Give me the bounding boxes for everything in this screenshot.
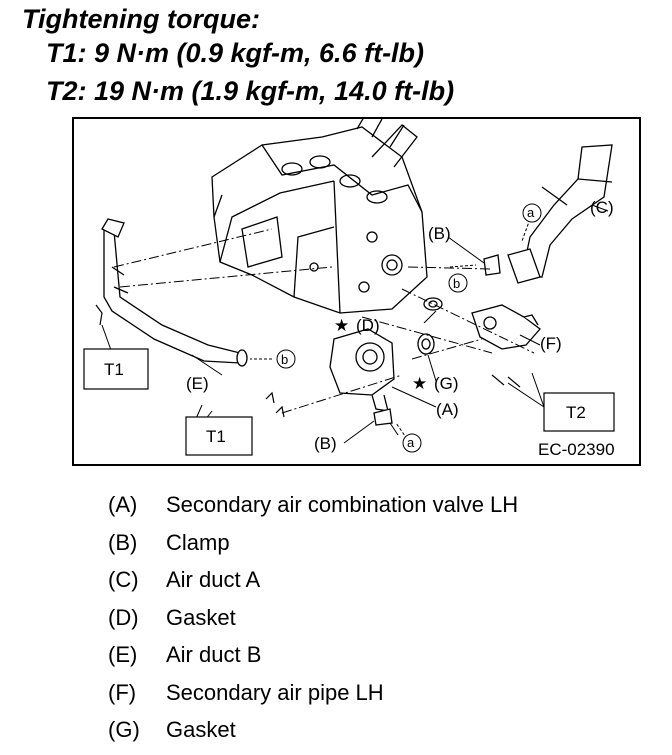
torque-box-t1-bottom (185, 416, 253, 456)
assembly-lines (113, 228, 535, 414)
legend-text: Gasket (166, 604, 236, 630)
callout-b-bottom: (B) (314, 434, 337, 453)
callout-b-top: (B) (428, 224, 451, 243)
legend-item: (D) Gasket (108, 605, 518, 643)
legend-item: (B) Clamp (108, 530, 518, 568)
legend-item: (G) Gasket (108, 717, 518, 755)
star-d: ★ (334, 316, 349, 335)
circle-ref-b-left-label: b (281, 352, 288, 367)
legend-text: Secondary air pipe LH (166, 679, 384, 705)
circle-ref-a-top: a (522, 203, 542, 223)
callout-f: (F) (540, 334, 562, 353)
torque-box-t1-left-label: T1 (104, 360, 124, 379)
torque-title: Tightening torque: (22, 4, 260, 34)
callout-g: (G) (434, 374, 459, 393)
legend-text: Gasket (166, 717, 236, 742)
secondary-air-pipe (471, 304, 541, 350)
torque-box-t1-left (83, 348, 149, 390)
legend-code: (C) (108, 567, 139, 592)
torque-spec-t1: T1: 9 N·m (0.9 kgf-m, 6.6 ft-lb) (46, 38, 425, 68)
bolts (95, 304, 521, 418)
torque-box-t2-label: T2 (566, 403, 586, 422)
callout-d: (D) (356, 316, 380, 335)
torque-box-t1-bottom-label: T1 (206, 427, 226, 446)
circle-ref-a-bottom: a (402, 433, 422, 453)
torque-box-t2 (543, 392, 615, 432)
circle-ref-a-bottom-label: a (407, 435, 415, 450)
legend-code: (F) (108, 679, 137, 705)
legend-code: (G) (108, 717, 140, 742)
gasket-g (417, 333, 435, 355)
exploded-diagram: T1 T1 T2 (A) (B) (B) (C) (D) (E) (F) (G)… (72, 117, 641, 466)
torque-spec-t2: T2: 19 N·m (1.9 kgf-m, 14.0 ft-lb) (46, 76, 455, 106)
circle-ref-a-top-label: a (527, 205, 535, 220)
air-duct-b (101, 218, 248, 367)
legend-item: (E) Air duct B (108, 642, 518, 680)
figure-id: EC-02390 (538, 440, 615, 459)
engine-block (211, 117, 428, 314)
circle-ref-b-left: b (276, 349, 296, 369)
circle-ref-b-top: b (448, 273, 468, 293)
legend-code: (A) (108, 492, 138, 517)
circle-ref-b-top-label: b (453, 276, 460, 291)
callout-c: (C) (590, 198, 614, 217)
legend-code: (B) (108, 529, 138, 555)
legend-code: (D) (108, 604, 139, 630)
reference-arrows (250, 218, 531, 444)
air-duct-a (507, 144, 613, 284)
legend-text: Secondary air combination valve LH (166, 492, 519, 517)
parts-legend: (A) Secondary air combination valve LH (B)… (108, 492, 518, 755)
clamp-bottom (373, 408, 393, 426)
legend-text: Air duct A (166, 567, 261, 592)
legend-item: (A) Secondary air combination valve LH (108, 492, 518, 530)
legend-text: Clamp (166, 529, 230, 555)
star-g: ★ (412, 374, 427, 393)
clamp-top (483, 254, 501, 276)
callout-e: (E) (186, 374, 209, 393)
legend-code: (E) (108, 642, 138, 667)
legend-item: (F) Secondary air pipe LH (108, 680, 518, 718)
legend-item: (C) Air duct A (108, 567, 518, 605)
gasket-d (423, 297, 443, 311)
leader-lines (101, 204, 609, 444)
callout-a: (A) (436, 400, 459, 419)
legend-text: Air duct B (166, 642, 262, 667)
secondary-air-valve (329, 328, 395, 423)
